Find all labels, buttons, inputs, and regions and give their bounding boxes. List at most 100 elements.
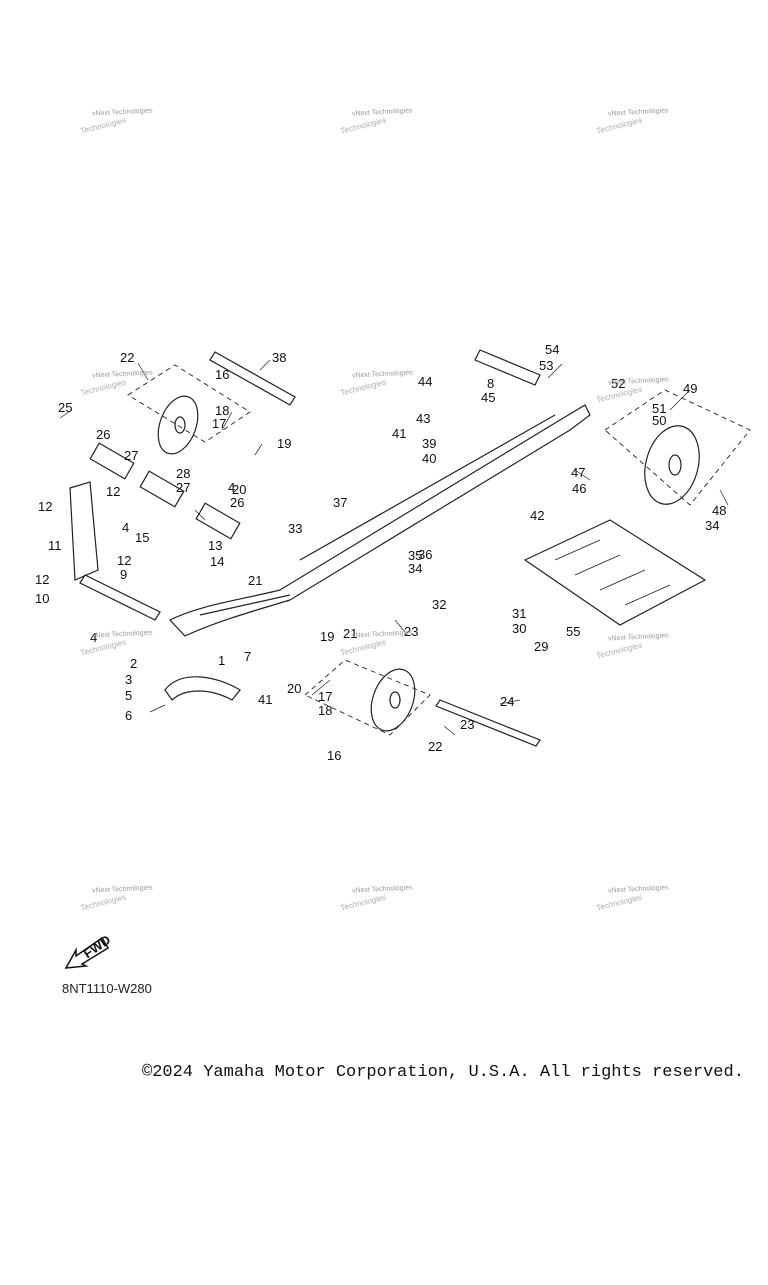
shaft-24	[435, 699, 541, 747]
callout: 38	[272, 350, 286, 365]
callout: 24	[500, 694, 514, 709]
callout: 30	[512, 621, 526, 636]
callout: 13	[208, 538, 222, 553]
watermark-text: Technologies	[339, 377, 388, 398]
callout: 2	[130, 656, 137, 671]
callout: 47	[571, 465, 585, 480]
callout: 17	[318, 689, 332, 704]
callout: 28	[176, 466, 190, 481]
fwd-arrow-icon: FWD	[64, 932, 112, 969]
watermark-text: Technologies	[595, 384, 644, 405]
watermark: vNext Technologies Technologies	[340, 103, 460, 143]
callout: 16	[327, 748, 341, 763]
callout: 14	[210, 554, 224, 569]
shaft-9	[79, 574, 161, 621]
watermark: vNext Technologies Technologies	[596, 103, 716, 143]
callout: 11	[48, 538, 62, 553]
callout: 34	[408, 561, 422, 576]
callout: 12	[106, 484, 120, 499]
callout: 12	[117, 553, 131, 568]
slide-rail	[169, 404, 591, 637]
watermark: vNext Technologies Technologies	[80, 365, 200, 405]
callout: 36	[418, 547, 432, 562]
callout: 3	[125, 672, 132, 687]
callout: 4	[90, 630, 97, 645]
wheel-lower	[370, 668, 416, 732]
watermark: vNext Technologies Technologies	[80, 625, 200, 665]
watermark-text: Technologies	[339, 892, 388, 913]
watermark-text: Technologies	[595, 115, 644, 136]
callout: 23	[404, 624, 418, 639]
callout: 20	[287, 681, 301, 696]
roller-28	[139, 470, 185, 508]
shaft-37	[209, 351, 296, 406]
callout: 12	[38, 499, 52, 514]
callout: 18	[215, 403, 229, 418]
roller-26	[89, 442, 135, 480]
callout: 9	[120, 567, 127, 582]
callout: 5	[125, 688, 132, 703]
callout: 53	[539, 358, 553, 373]
callout: 7	[244, 649, 251, 664]
watermark-text: Technologies	[339, 637, 388, 658]
callout: 41	[392, 426, 406, 441]
callout: 17	[212, 416, 226, 431]
callout: 18	[318, 703, 332, 718]
copyright-notice: ©2024 Yamaha Motor Corporation, U.S.A. A…	[142, 1063, 744, 1082]
watermark: vNext Technologies Technologies	[340, 365, 460, 405]
callout: 39	[422, 436, 436, 451]
callout: 42	[530, 508, 544, 523]
callout: 48	[712, 503, 726, 518]
callout: 26	[230, 495, 244, 510]
callout: 54	[545, 342, 559, 357]
shaft-8	[474, 349, 541, 386]
callout: 45	[481, 390, 495, 405]
callout: 44	[418, 374, 432, 389]
front-bracket	[69, 481, 99, 581]
callout: 15	[135, 530, 149, 545]
watermark: vNext Technologies Technologies	[80, 103, 200, 143]
front-arm	[164, 676, 241, 701]
callout: 21	[248, 573, 262, 588]
watermark-text: Technologies	[595, 640, 644, 661]
callout: 20	[232, 482, 246, 497]
callout: 22	[428, 739, 442, 754]
watermark-text: Technologies	[339, 115, 388, 136]
watermark-text: Technologies	[79, 637, 128, 658]
watermark: vNext Technologies Technologies	[340, 625, 460, 665]
callout: 37	[333, 495, 347, 510]
watermark-text: Technologies	[79, 892, 128, 913]
track-clips	[523, 519, 707, 626]
callout: 10	[35, 591, 49, 606]
callout: 46	[572, 481, 586, 496]
callout: 41	[258, 692, 272, 707]
callout: 4	[122, 520, 129, 535]
diagram-code: 8NT1110-W280	[62, 981, 152, 996]
callout: 1	[218, 653, 225, 668]
callout: 34	[705, 518, 719, 533]
callout: 51	[652, 401, 666, 416]
callout: 27	[124, 448, 138, 463]
watermark: vNext Technologies Technologies	[340, 880, 460, 920]
callout: 25	[58, 400, 72, 415]
callout: 23	[460, 717, 474, 732]
callout: 31	[512, 606, 526, 621]
callout: 8	[487, 376, 494, 391]
watermark-text: Technologies	[79, 377, 128, 398]
watermark: vNext Technologies Technologies	[596, 628, 716, 668]
callout: 12	[35, 572, 49, 587]
watermark: vNext Technologies Technologies	[596, 880, 716, 920]
callout: 19	[320, 629, 334, 644]
wheel-upper-left	[157, 395, 199, 455]
callout: 27	[176, 480, 190, 495]
roller-26b	[195, 502, 241, 540]
watermark: vNext Technologies Technologies	[80, 880, 200, 920]
fwd-label: FWD	[80, 932, 112, 961]
callout: 19	[277, 436, 291, 451]
callout: 32	[432, 597, 446, 612]
callout: 43	[416, 411, 430, 426]
callout: 26	[96, 427, 110, 442]
callout: 52	[611, 376, 625, 391]
